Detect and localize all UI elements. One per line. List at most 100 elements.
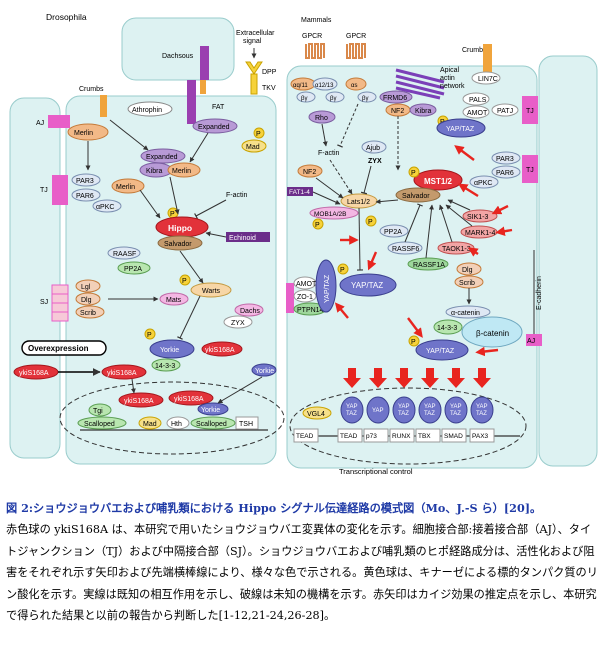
lgl-label: Lgl	[81, 284, 91, 291]
merlin-top-node	[67, 123, 109, 141]
zyx-left-node	[223, 315, 253, 329]
g-a1213-node	[312, 77, 338, 91]
vgl4-label: VGL4	[307, 411, 325, 418]
rassf6-to-mst	[404, 203, 424, 243]
raasf-label: RAASF	[113, 251, 136, 258]
lin7c-label: LIN7C	[478, 76, 498, 83]
kibra-label: Kibra	[146, 168, 162, 175]
mats-label: Mats	[166, 297, 182, 304]
fat14-node	[287, 187, 313, 196]
sik-node	[462, 209, 498, 223]
pp2a-right-label: PP2A	[384, 229, 402, 236]
phospho-yt-center	[337, 263, 349, 275]
yorkie-small-label: Yorkie	[255, 368, 274, 375]
mark-label: MARK1-4	[465, 230, 495, 237]
f-actin-left: F-actin	[226, 192, 248, 199]
yorkie-bottom-node	[197, 402, 229, 416]
amot-label: AMOT	[296, 281, 317, 288]
warts-node	[190, 282, 232, 298]
lats-label: Lats1/2	[347, 199, 370, 206]
scalloped-2-node	[190, 416, 236, 430]
arrow-yki-nucleus	[130, 378, 136, 394]
nf2-to-lats	[315, 177, 344, 199]
salvador-left-node	[157, 235, 203, 251]
sik-label: SIK1-3	[467, 214, 489, 221]
yt-low-label: YAP/TAZ	[426, 348, 455, 355]
yki-b-label: ykiS168A	[174, 396, 204, 403]
kibra-right-label: Kibra	[415, 108, 431, 115]
yaptaz-top-node	[436, 118, 486, 138]
kibra-right-node	[409, 103, 437, 117]
gas-inhibit	[337, 103, 359, 148]
atrophin-node	[127, 101, 173, 117]
scrib-right-label: Scrib	[459, 280, 475, 287]
mad-top-node	[241, 139, 267, 153]
lin7c-node	[471, 71, 501, 85]
taok-to-mst	[439, 204, 453, 243]
tf-bottom-label: RUNX	[392, 433, 411, 440]
yorkie-main-label: Yorkie	[160, 347, 179, 354]
phospho-mob	[312, 218, 324, 230]
rho-label: Rho	[315, 115, 328, 122]
yt-low-node	[415, 339, 469, 361]
salvador-to-lats	[375, 199, 399, 205]
yorkie-main-node	[149, 339, 195, 359]
mad-top-label: Mad	[246, 144, 260, 151]
phospho-label: P	[368, 219, 373, 226]
expanded-mid-node	[140, 148, 186, 164]
ptpn14-label: PTPN14	[297, 307, 324, 314]
neighbor-cell-left	[9, 97, 61, 459]
scrib-node	[75, 305, 105, 319]
dachs-node	[234, 303, 264, 317]
phospho-label: P	[315, 222, 320, 229]
g-as-label: αs	[351, 83, 357, 89]
mats-node	[159, 292, 189, 306]
fat14-label: FAT1-4	[289, 189, 310, 196]
par3-label: PAR3	[76, 178, 94, 185]
rho-to-factin	[321, 123, 328, 147]
aj-right-label: AJ	[527, 338, 535, 345]
sik-to-mst	[447, 199, 471, 211]
yorkie-small-node	[251, 363, 277, 377]
caption-title: 図 2:ショウジョウバエおよび哺乳類における Hippo シグナル伝達経路の模式…	[6, 501, 542, 515]
nf2-node	[297, 164, 323, 178]
sj-label: SJ	[40, 299, 48, 306]
pals-label: PALS	[469, 97, 487, 104]
sj-junction	[51, 284, 69, 322]
yki-left-label: ykiS168A	[19, 370, 49, 377]
frmd6-node	[379, 90, 413, 104]
par3-right-label: PAR3	[496, 156, 514, 163]
tf-bottom-box	[441, 428, 467, 443]
warts-label: Warts	[202, 288, 221, 295]
patj-label: PATJ	[497, 108, 513, 115]
amot-top-label: AMOT	[467, 110, 488, 117]
par6-label: PAR6	[76, 193, 94, 200]
scalloped-1-node	[77, 416, 127, 430]
scalloped-1-label: Scalloped	[84, 421, 115, 428]
junction-amot	[286, 283, 294, 313]
p1433-left-label: 14-3-3	[155, 363, 175, 370]
pp2a-left-label: PP2A	[124, 266, 142, 273]
zyx-inhibit-lats	[360, 165, 372, 195]
phospho-label: P	[411, 170, 416, 177]
lgl-node	[75, 279, 101, 293]
rassf6-label: RASSF6	[392, 246, 419, 253]
g-a1213-label: α12/13	[315, 83, 334, 89]
tf-bottom-label: TEAD	[340, 433, 358, 440]
tf-bottom-label: TBX	[418, 433, 431, 440]
mst-label: MST1/2	[424, 177, 453, 186]
tf-bottom-label: PAX3	[472, 433, 489, 440]
tf-bottom-box	[469, 428, 495, 443]
g-aq11-label: αq/11	[293, 83, 308, 89]
ecadherin-label: E-cadherin	[536, 276, 543, 310]
overexpression-box	[21, 340, 107, 356]
g-bg-3-label: βγ	[362, 96, 368, 102]
expanded-top-node	[192, 118, 238, 134]
bcatenin-label: β-catenin	[476, 329, 509, 338]
nf2-label: NF2	[303, 169, 316, 176]
